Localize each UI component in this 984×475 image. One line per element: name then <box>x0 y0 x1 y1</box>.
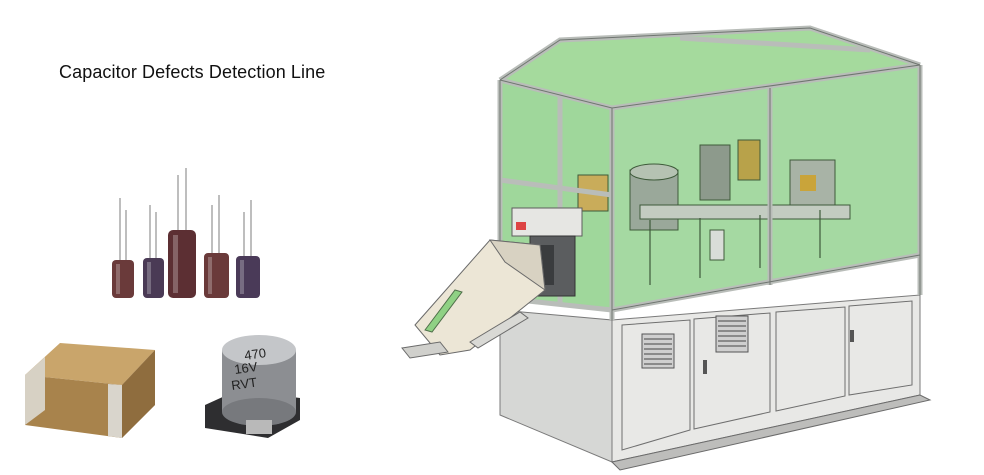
detection-machine-image <box>401 25 932 471</box>
smd-capacitor-image: 470 16V RVT <box>205 335 300 438</box>
internal-mechanism <box>577 139 851 285</box>
radial-capacitors-image <box>112 168 260 298</box>
vent-grille-left <box>641 333 675 369</box>
smd-marking-line2: 16V <box>233 359 258 377</box>
page-title: Capacitor Defects Detection Line <box>59 62 326 82</box>
vent-grille-right <box>715 315 749 353</box>
smd-marking-line3: RVT <box>230 375 258 393</box>
discharge-chute <box>401 239 546 359</box>
mlcc-chip-image <box>25 343 155 438</box>
smd-marking-line1: 470 <box>243 345 267 363</box>
